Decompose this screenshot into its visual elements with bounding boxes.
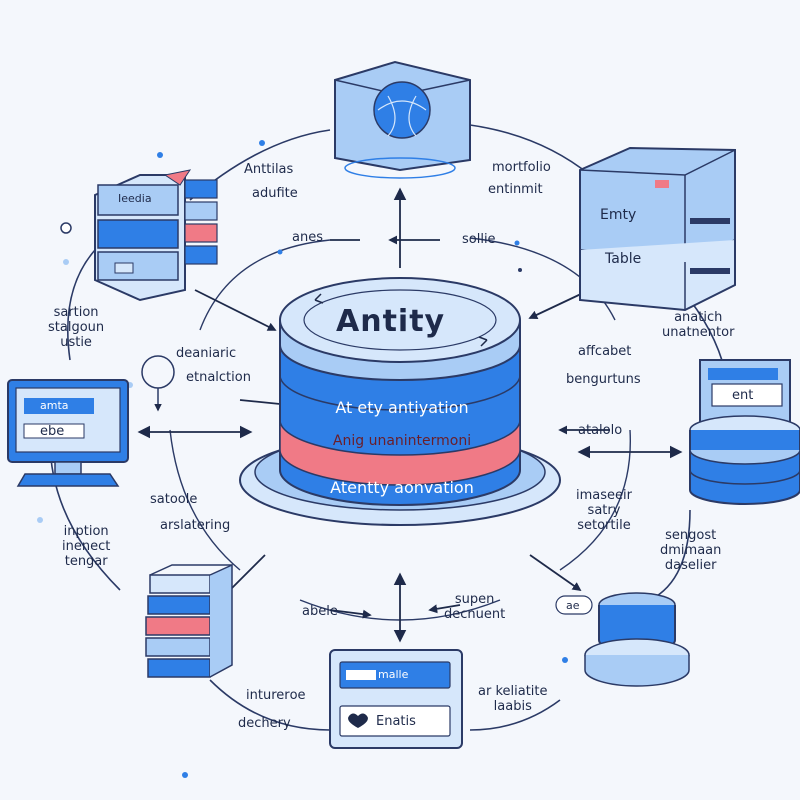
label-arslatering: arslatering xyxy=(160,518,231,533)
top-left-server-node xyxy=(94,169,218,302)
label-imaseeir: imaseeir satry setortile xyxy=(576,488,632,533)
bottom-left-stack-node xyxy=(145,563,233,678)
decorative-dots xyxy=(37,140,568,778)
label-supen: supen decnuent xyxy=(444,592,506,622)
label-atalolo: atalolo xyxy=(578,423,623,438)
bottom-card-node xyxy=(329,649,463,749)
label-anttilas: Anttilas xyxy=(244,162,294,177)
left-monitor-node xyxy=(7,379,129,487)
label-mortfoiio: mortfolio xyxy=(492,160,551,175)
label-deaniaric: deaniaric xyxy=(176,346,237,361)
bottom-card-line2: Enatis xyxy=(376,714,416,729)
center-band-top: At ety antiyation xyxy=(335,398,469,417)
right-stack-node xyxy=(689,359,800,505)
label-etnalction: etnalction xyxy=(186,370,251,385)
right-stack-label: ent xyxy=(732,388,754,403)
label-intureroe: inturerоe xyxy=(246,688,306,703)
top-left-server-label: Ieedia xyxy=(118,192,152,205)
left-monitor-line2: ebe xyxy=(40,424,65,439)
label-inption: inption inenect tengar xyxy=(62,524,111,569)
label-entinmit: entinmit xyxy=(488,182,543,197)
label-anatich: anatich unatnentor xyxy=(662,310,735,340)
top-brain-node xyxy=(334,60,471,179)
left-bulb-icon xyxy=(141,355,175,412)
bottom-right-cylinder-label: ae xyxy=(566,599,580,612)
center-band-bottom: Atentty aonvation xyxy=(330,478,474,497)
central-database xyxy=(239,277,561,526)
label-bengurtuns: bengurtuns xyxy=(566,372,641,387)
bottom-card-line1: malle xyxy=(378,668,409,681)
label-sollie: sollie xyxy=(462,232,496,247)
bottom-right-cylinder-node xyxy=(555,592,690,687)
label-dechery: dechery xyxy=(238,716,291,731)
center-title: Antity xyxy=(336,304,446,339)
top-right-box-node xyxy=(579,146,736,312)
label-satoole: satoole xyxy=(150,492,198,507)
label-sartion: sartion stalgoun ustie xyxy=(48,305,105,350)
label-abele: abele xyxy=(302,604,338,619)
label-adufite: adufite xyxy=(252,186,298,201)
center-band-middle: Anig unanintermoni xyxy=(332,433,472,449)
label-sengost: sengost dmimaan daselier xyxy=(660,528,722,573)
label-anes: anes xyxy=(292,230,323,245)
label-arkelialite: ar keliatite laabis xyxy=(478,684,548,714)
top-right-box-line1: Emty xyxy=(600,207,637,223)
left-monitor-line1: amta xyxy=(40,399,69,412)
label-affcabet: affcabet xyxy=(578,344,632,359)
top-right-box-line2: Table xyxy=(605,251,642,267)
